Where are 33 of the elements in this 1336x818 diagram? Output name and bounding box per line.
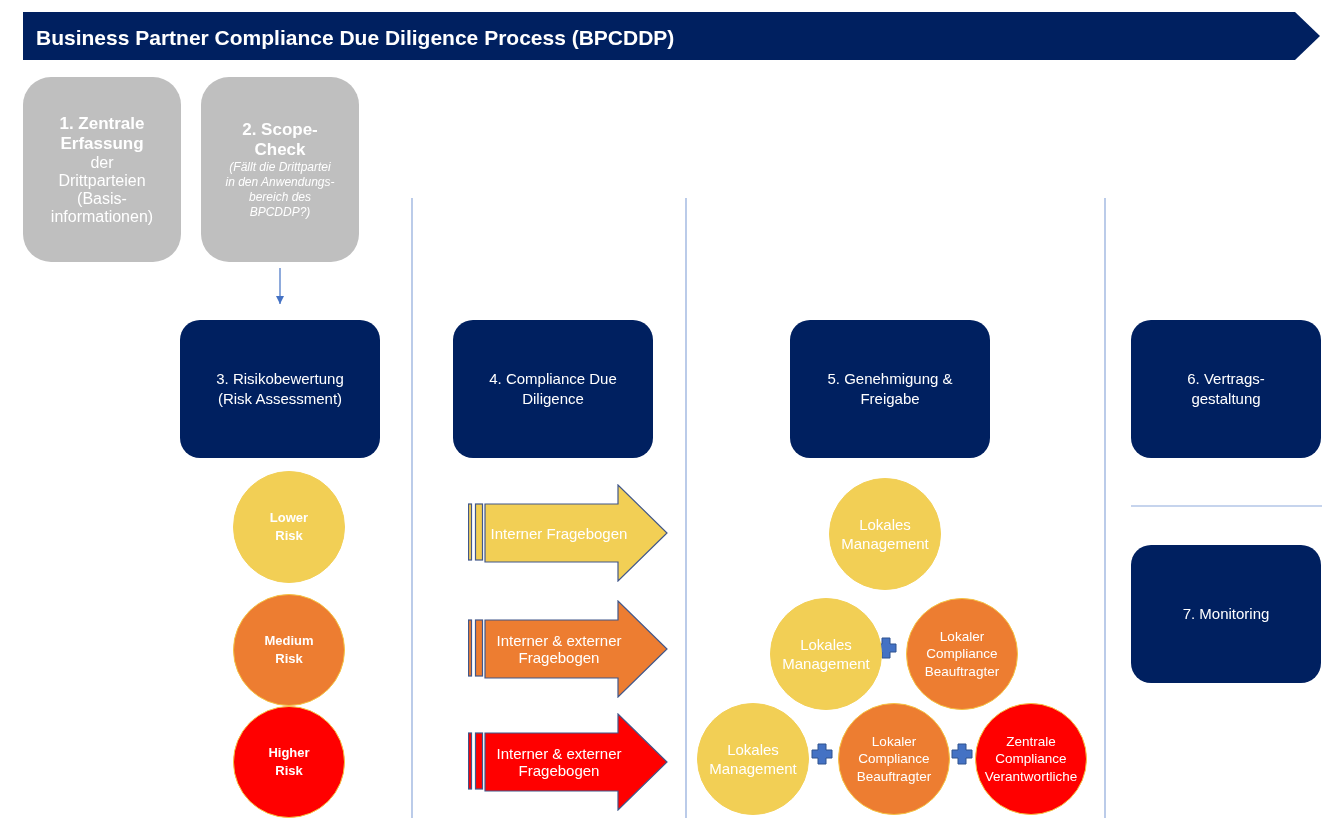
node-title: Lokaler Compliance Beauftragter xyxy=(855,732,933,786)
node-title: Interner & externer Fragebogen xyxy=(495,632,623,666)
node-title: Zentrale Compliance Verantwortliche xyxy=(983,732,1079,786)
node-title: Lokales Management xyxy=(781,634,871,674)
node-title: Higher Risk xyxy=(267,744,311,780)
process-box xyxy=(453,320,653,458)
title: Business Partner Compliance Due Diligence Process (BPCDDP) xyxy=(36,26,675,50)
arrow-shape xyxy=(468,713,668,811)
step-box xyxy=(23,77,181,262)
node-title: 4. Compliance Due Diligence xyxy=(488,368,618,409)
node-title: 5. Genehmigung & Freigabe xyxy=(826,368,954,409)
node-title: 6. Vertrags- gestaltung xyxy=(1186,368,1266,409)
node-title: 1. Zentrale Erfassung xyxy=(58,113,146,154)
node-title: Lower Risk xyxy=(268,509,310,545)
node-title: 7. Monitoring xyxy=(1181,603,1271,624)
process-box xyxy=(790,320,990,458)
process-box xyxy=(1131,320,1321,458)
process-box xyxy=(1131,545,1321,683)
node-title: 3. Risikobewertung (Risk Assessment) xyxy=(215,368,345,409)
node-title: Lokales Management xyxy=(708,739,798,779)
node-title: Medium Risk xyxy=(263,632,315,668)
node-title: Lokales Management xyxy=(840,514,930,554)
node-title: Interner Fragebogen xyxy=(489,524,629,542)
arrow xyxy=(275,267,285,305)
process-box xyxy=(180,320,380,458)
node-title: Lokaler Compliance Beauftragter xyxy=(923,627,1001,681)
arrow-shape xyxy=(468,600,668,698)
arrow-shape xyxy=(468,484,668,582)
node-text: (Fällt die Drittpartei in den Anwendungs- bereich des BPCDDP?) xyxy=(225,159,335,220)
node-title: 2. Scope- Check xyxy=(241,119,319,160)
node-title: Interner & externer Fragebogen xyxy=(495,745,623,779)
node-text: der Drittparteien (Basis- informationen) xyxy=(49,153,155,226)
step-box xyxy=(201,77,359,262)
